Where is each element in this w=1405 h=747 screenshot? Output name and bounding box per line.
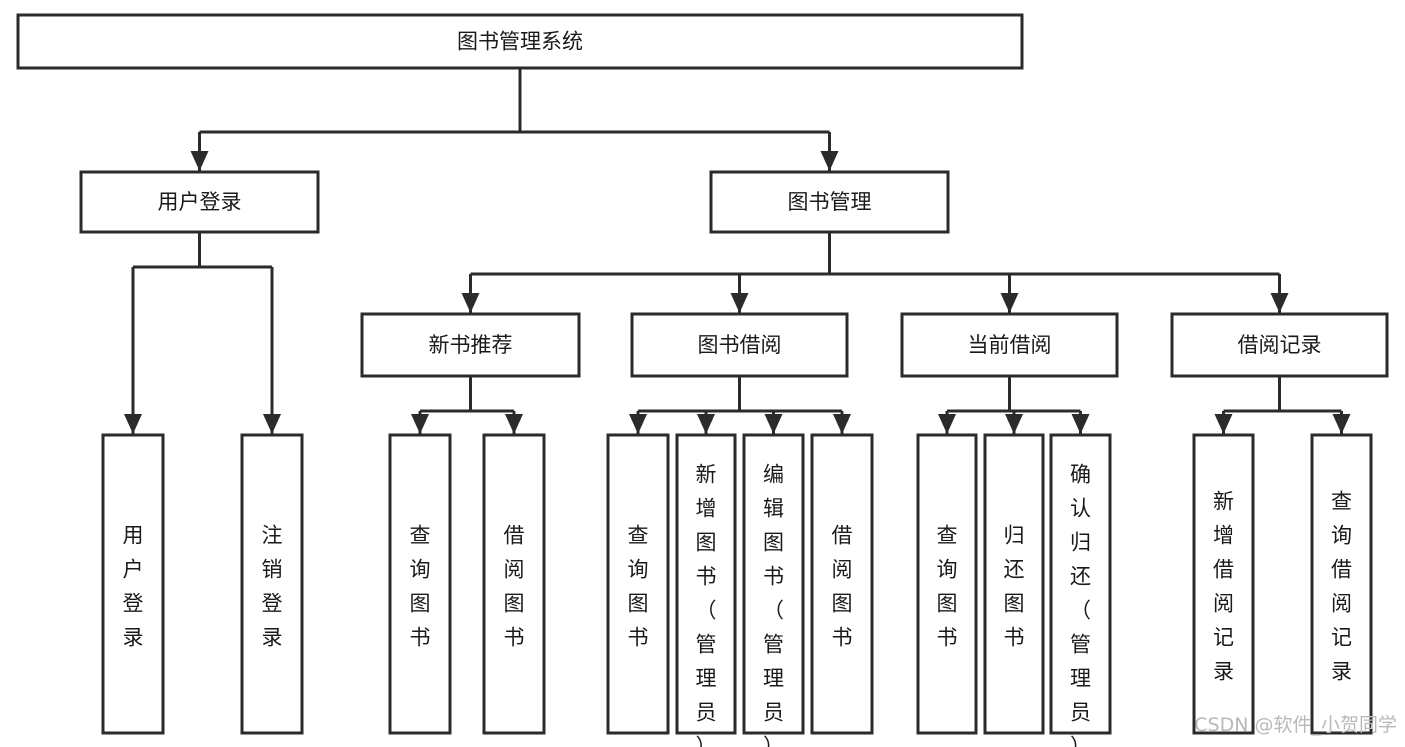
node-box[interactable] <box>1192 433 1255 735</box>
node-label: 新增图书（管理员） <box>696 462 717 747</box>
node-label: 查询图书 <box>410 524 431 650</box>
node-level2-book-management[interactable]: 图书管理 <box>709 170 950 234</box>
node-leaf-leaf-query-book-current[interactable]: 查询图书 <box>916 433 978 735</box>
arrow-head-icon <box>461 293 480 313</box>
node-level3-book-borrow[interactable]: 图书借阅 <box>630 312 849 378</box>
node-box[interactable] <box>606 433 670 735</box>
node-level3-current-borrow[interactable]: 当前借阅 <box>900 312 1119 378</box>
nodes-layer: 图书管理系统用户登录图书管理新书推荐图书借阅当前借阅借阅记录用户登录注销登录查询… <box>16 13 1389 747</box>
node-label: 查询图书 <box>937 524 958 650</box>
arrow-head-icon <box>820 151 839 171</box>
node-leaf-leaf-confirm-return-admin[interactable]: 确认归还（管理员） <box>1049 433 1112 747</box>
node-label: 借阅记录 <box>1238 333 1322 357</box>
node-leaf-leaf-query-borrow-record[interactable]: 查询借阅记录 <box>1310 433 1373 735</box>
node-label: 注销登录 <box>262 524 283 650</box>
node-label: 用户登录 <box>123 524 144 650</box>
node-box[interactable] <box>1310 433 1373 735</box>
node-box[interactable] <box>1049 433 1112 735</box>
node-label: 图书借阅 <box>698 333 782 357</box>
node-box[interactable] <box>1170 312 1389 378</box>
node-box[interactable] <box>810 433 874 735</box>
node-box[interactable] <box>360 312 581 378</box>
node-level3-new-book-recommend[interactable]: 新书推荐 <box>360 312 581 378</box>
arrow-head-icon <box>411 414 429 434</box>
node-label: 确认归还（管理员） <box>1070 462 1091 747</box>
csdn-watermark: CSDN @软件_小贺同学 <box>1194 714 1397 736</box>
arrow-head-icon <box>1214 414 1233 434</box>
arrow-head-icon <box>629 414 647 434</box>
node-label: 借阅图书 <box>832 524 853 650</box>
node-leaf-leaf-query-book-borrow[interactable]: 查询图书 <box>606 433 670 735</box>
arrow-head-icon <box>730 293 749 313</box>
node-level3-borrow-record[interactable]: 借阅记录 <box>1170 312 1389 378</box>
arrow-head-icon <box>1005 414 1023 434</box>
node-box[interactable] <box>482 433 546 735</box>
node-box[interactable] <box>101 433 165 735</box>
arrow-head-icon <box>1000 293 1019 313</box>
node-leaf-leaf-borrow-book-new[interactable]: 借阅图书 <box>482 433 546 735</box>
node-box[interactable] <box>916 433 978 735</box>
node-label: 归还图书 <box>1004 524 1025 650</box>
node-box[interactable] <box>240 433 304 735</box>
node-box[interactable] <box>900 312 1119 378</box>
arrow-head-icon <box>764 414 783 434</box>
arrow-head-icon <box>1270 293 1289 313</box>
node-leaf-leaf-user-logout[interactable]: 注销登录 <box>240 433 304 735</box>
node-level2-user-login[interactable]: 用户登录 <box>79 170 320 234</box>
node-leaf-leaf-add-borrow-record[interactable]: 新增借阅记录 <box>1192 433 1255 735</box>
arrow-head-icon <box>833 414 851 434</box>
node-label: 当前借阅 <box>968 333 1052 357</box>
node-label: 编辑图书（管理员） <box>763 462 784 747</box>
node-box[interactable] <box>388 433 452 735</box>
node-label: 图书管理系统 <box>457 30 583 54</box>
node-label: 新书推荐 <box>429 333 513 357</box>
node-box[interactable] <box>709 170 950 234</box>
node-label: 新增借阅记录 <box>1213 490 1234 684</box>
node-leaf-leaf-add-book-admin[interactable]: 新增图书（管理员） <box>675 433 737 747</box>
node-root[interactable]: 图书管理系统 <box>16 13 1024 70</box>
node-leaf-leaf-borrow-book[interactable]: 借阅图书 <box>810 433 874 735</box>
arrow-head-icon <box>1071 414 1090 434</box>
node-leaf-leaf-edit-book-admin[interactable]: 编辑图书（管理员） <box>742 433 805 747</box>
connectors-layer <box>124 68 1351 434</box>
node-label: 借阅图书 <box>504 524 525 650</box>
node-label: 图书管理 <box>788 190 872 214</box>
arrow-head-icon <box>1332 414 1351 434</box>
arrow-head-icon <box>505 414 523 434</box>
node-label: 查询图书 <box>628 524 649 650</box>
node-label: 用户登录 <box>158 190 242 214</box>
arrow-head-icon <box>263 414 281 434</box>
node-box[interactable] <box>675 433 737 735</box>
arrow-head-icon <box>190 151 209 171</box>
node-box[interactable] <box>983 433 1045 735</box>
arrow-head-icon <box>938 414 956 434</box>
node-label: 查询借阅记录 <box>1331 490 1352 684</box>
node-leaf-leaf-query-book-new[interactable]: 查询图书 <box>388 433 452 735</box>
node-leaf-leaf-user-login[interactable]: 用户登录 <box>101 433 165 735</box>
node-leaf-leaf-return-book[interactable]: 归还图书 <box>983 433 1045 735</box>
node-box[interactable] <box>79 170 320 234</box>
node-box[interactable] <box>630 312 849 378</box>
arrow-head-icon <box>124 414 142 434</box>
arrow-head-icon <box>697 414 715 434</box>
node-box[interactable] <box>742 433 805 735</box>
node-box[interactable] <box>16 13 1024 70</box>
